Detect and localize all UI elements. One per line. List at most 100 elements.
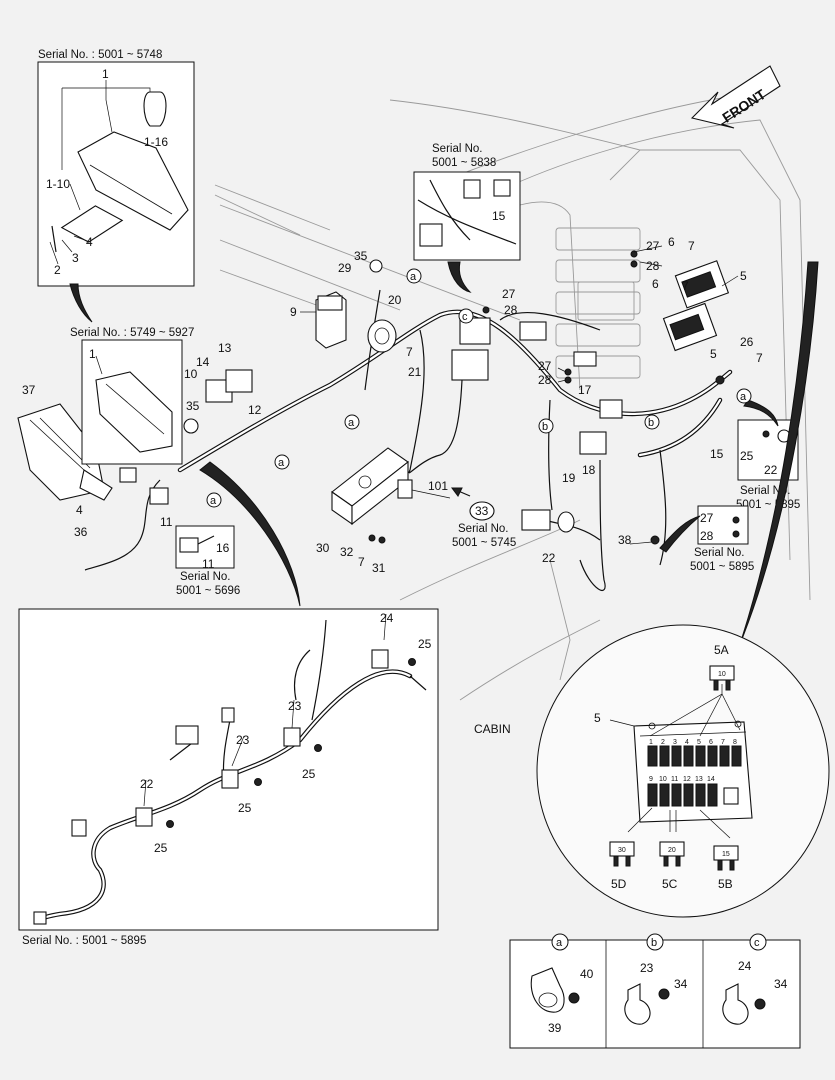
callout-38: 38 [618,533,632,547]
callout-25-e: 25 [154,841,168,855]
mark-b-1: b [542,421,548,433]
callout-3: 3 [72,251,79,265]
callout-19: 19 [562,471,576,485]
inset-clamp-5001-5895-a: Serial No. 5001 ~ 5895 [736,419,800,511]
fuse-row-top [647,745,742,767]
serial-note-5749-5927: Serial No. : 5749 ~ 5927 [70,327,194,339]
mark-a-5: a [740,391,747,403]
fuse-num-7: 7 [721,739,725,746]
callout-101: 101 [428,479,448,493]
work-lamp-37 [17,403,113,501]
fuse-num-3: 3 [673,739,677,746]
callout-13: 13 [218,341,232,355]
inset-harness-detail: Serial No. : 5001 ~ 5895 [18,608,439,947]
callout-28-c: 28 [538,373,552,387]
inset-lamp-5001-5748: Serial No. : 5001 ~ 5748 [37,49,195,287]
callout-27-d: 27 [700,511,714,525]
fuse-num-2: 2 [661,739,665,746]
mark-b-table: b [651,937,657,949]
mark-b-2: b [648,417,654,429]
cabin-label: CABIN [474,722,511,736]
callout-36: 36 [74,525,88,539]
inset-bolt-5001-5895-b: Serial No. 5001 ~ 5895 [690,505,754,573]
callout-10: 10 [184,367,198,381]
inset-connectors-5001-5838: Serial No. 5001 ~ 5838 [413,143,521,293]
serial-note-5895a-l2: 5001 ~ 5895 [736,499,800,511]
fuse-num-4: 4 [685,739,689,746]
callout-7-d: 7 [756,351,763,365]
callout-25-a: 25 [740,449,754,463]
fuse-num-8: 8 [733,739,737,746]
fuse-num-5: 5 [697,739,701,746]
callout-40: 40 [580,967,594,981]
fuse-num-9: 9 [649,776,653,783]
fuse-5C-rating: 20 [668,847,676,854]
callout-26: 26 [740,335,754,349]
callout-22-b: 22 [542,551,556,565]
serial-note-5895-bottom: Serial No. : 5001 ~ 5895 [22,935,146,947]
inset-lamp-5749-5927: Serial No. : 5749 ~ 5927 [70,327,194,465]
callout-34-b: 34 [774,977,788,991]
callout-24-a: 24 [380,611,394,625]
inset-connector-5001-5696: Serial No. 5001 ~ 5696 [175,525,240,597]
leader-lines [143,245,739,807]
fuse-num-14: 14 [707,776,715,783]
callout-1: 1 [102,67,109,81]
fuse-num-11: 11 [671,776,678,783]
callout-swoosh-inset1 [69,283,93,323]
callout-33: 33 [475,504,489,518]
callout-31: 31 [372,561,386,575]
serial-note-5696-l2: 5001 ~ 5696 [176,585,240,597]
callout-5B: 5B [718,877,733,891]
callout-32: 32 [340,545,354,559]
serial-note-5696-l1: Serial No. [180,571,231,583]
callout-23-a: 23 [288,699,302,713]
fuse-box-detail: 1 2 3 4 5 6 7 8 9 10 11 12 13 14 10 [536,624,830,918]
fuse-5C: 20 [659,841,685,867]
fuse-5D: 30 [609,841,635,867]
serial-note-5001-5748: Serial No. : 5001 ~ 5748 [38,49,162,61]
fuse-num-6: 6 [709,739,713,746]
callout-1-16: 1-16 [144,135,168,149]
mark-a-4: a [210,495,217,507]
callout-swoosh-bolt [659,515,701,553]
callout-39: 39 [548,1021,562,1035]
callout-25-d: 25 [238,801,252,815]
callout-28-a: 28 [504,303,518,317]
callout-34-a: 34 [674,977,688,991]
callout-29: 29 [338,261,352,275]
mark-a-1: a [410,271,417,283]
callout-35-b: 35 [186,399,200,413]
mark-a-2: a [348,417,355,429]
callout-6-a: 6 [668,235,675,249]
fuse-num-12: 12 [683,776,691,783]
fuse-num-1: 1 [649,739,653,746]
callout-swoosh-clamp [743,399,779,427]
callout-22-c: 22 [140,777,154,791]
callout-25-b: 25 [418,637,432,651]
callout-14: 14 [196,355,210,369]
callout-2: 2 [54,263,61,277]
mark-c-table: c [754,937,760,949]
fuse-5B-rating: 15 [722,851,730,858]
callout-15-b: 15 [710,447,724,461]
callout-37: 37 [22,383,36,397]
fuse-num-13: 13 [695,776,703,783]
callout-12: 12 [248,403,262,417]
mark-a-3: a [278,457,285,469]
serial-note-5838-l1: Serial No. [432,143,483,155]
front-direction-arrow: FRONT [690,65,781,129]
callout-1-10: 1-10 [46,177,70,191]
callout-35-a: 35 [354,249,368,263]
main-harness [84,289,733,591]
callout-28-b: 28 [646,259,660,273]
fuse-5D-rating: 30 [618,847,626,854]
callout-5C: 5C [662,877,678,891]
mark-c-1: c [462,311,468,323]
part-callouts: 1 1-16 1-10 4 3 2 1 37 4 36 11 16 11 9 3… [22,67,788,1035]
callout-24-b: 24 [738,959,752,973]
fuse-5A-rating: 10 [718,671,726,678]
circle-marks: a c a a a b b a a b c [206,268,767,951]
